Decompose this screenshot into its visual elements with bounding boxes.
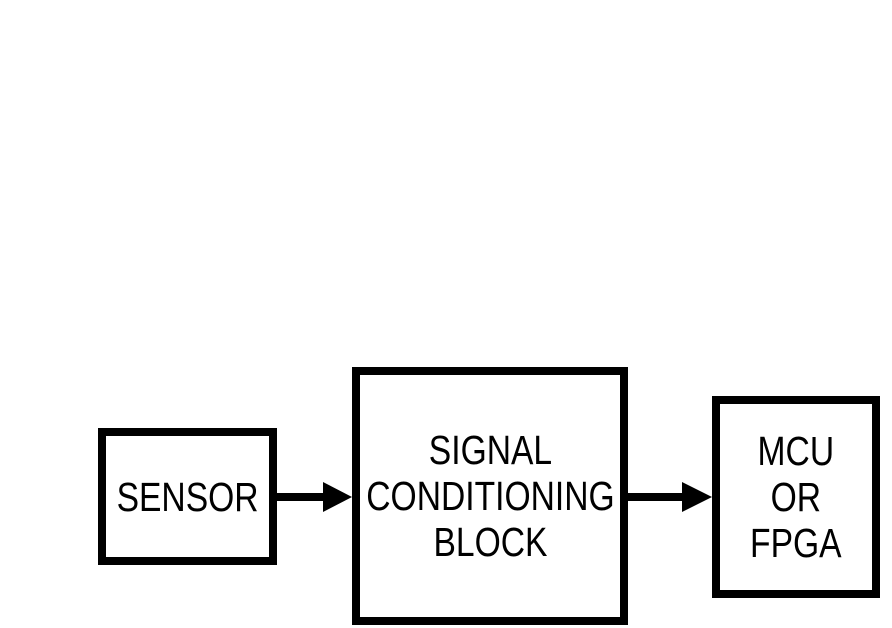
block-sensor[interactable]: SENSOR (98, 428, 277, 565)
block-signal-conditioning[interactable]: SIGNAL CONDITIONING BLOCK (352, 367, 628, 625)
block-sensor-label: SENSOR (116, 473, 259, 520)
arrow-conditioning-to-mcu-icon (628, 476, 712, 518)
block-mcu-fpga[interactable]: MCU OR FPGA (712, 396, 880, 598)
block-mcu-fpga-label: MCU OR FPGA (750, 428, 842, 566)
arrow-sensor-to-conditioning-icon (277, 476, 352, 518)
block-signal-conditioning-label: SIGNAL CONDITIONING BLOCK (365, 427, 615, 565)
